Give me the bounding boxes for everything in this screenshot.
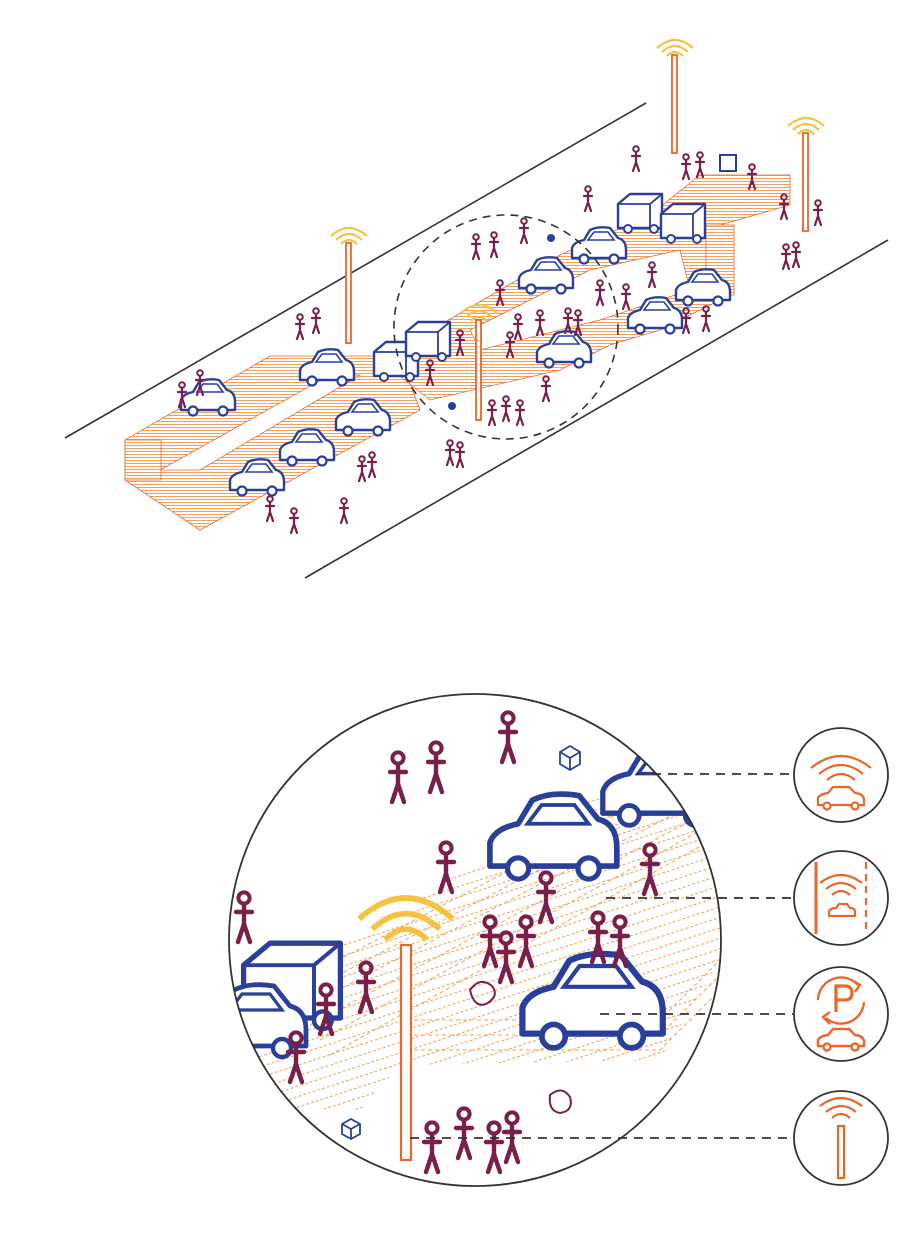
- sensor-node-icon: [547, 234, 555, 242]
- car: [603, 746, 722, 826]
- van: [616, 192, 664, 235]
- stroller-icon: [548, 1089, 572, 1115]
- lane-vehicle-signal-icon: [814, 862, 868, 934]
- antenna-mast-icon: [819, 1096, 863, 1180]
- legend-item-parking-rotation: [793, 966, 889, 1062]
- lane-edge-hatch-left: [124, 439, 162, 481]
- signal-waves-icon: [329, 226, 369, 246]
- zoom-focus-ring: [393, 214, 619, 440]
- car: [298, 348, 356, 387]
- delivery-box-icon: [719, 154, 737, 172]
- callout-lines: [410, 773, 793, 1139]
- signal-waves-icon: [655, 38, 695, 58]
- dog-icon: [468, 980, 496, 1006]
- street-edge-lower: [304, 239, 889, 579]
- detail-antenna-mast: [359, 898, 453, 1162]
- street-overview: [64, 38, 889, 579]
- vehicle-broadcast-icon: [810, 755, 872, 811]
- antenna-mast: [655, 38, 695, 154]
- parking-rotation-icon: [816, 976, 866, 1052]
- van: [659, 202, 707, 245]
- delivery-box-icon: [341, 1117, 361, 1141]
- legend-item-lane-vehicle-signal: [793, 850, 889, 946]
- delivery-box-icon: [559, 744, 581, 772]
- signal-waves-icon: [786, 116, 826, 136]
- van: [404, 320, 452, 363]
- street-edge-upper: [64, 102, 647, 439]
- zoomed-detail: [228, 693, 793, 1187]
- legend-item-antenna-mast: [793, 1090, 889, 1186]
- legend: [793, 727, 889, 1186]
- detail-pedestrians: [236, 712, 658, 1172]
- sensor-node-icon: [448, 402, 456, 410]
- antenna-mast: [329, 226, 369, 344]
- antenna-mast: [459, 303, 499, 421]
- antenna-mast: [786, 116, 826, 232]
- legend-item-vehicle-broadcast: [793, 727, 889, 823]
- zoom-detail-circle: [228, 693, 722, 1187]
